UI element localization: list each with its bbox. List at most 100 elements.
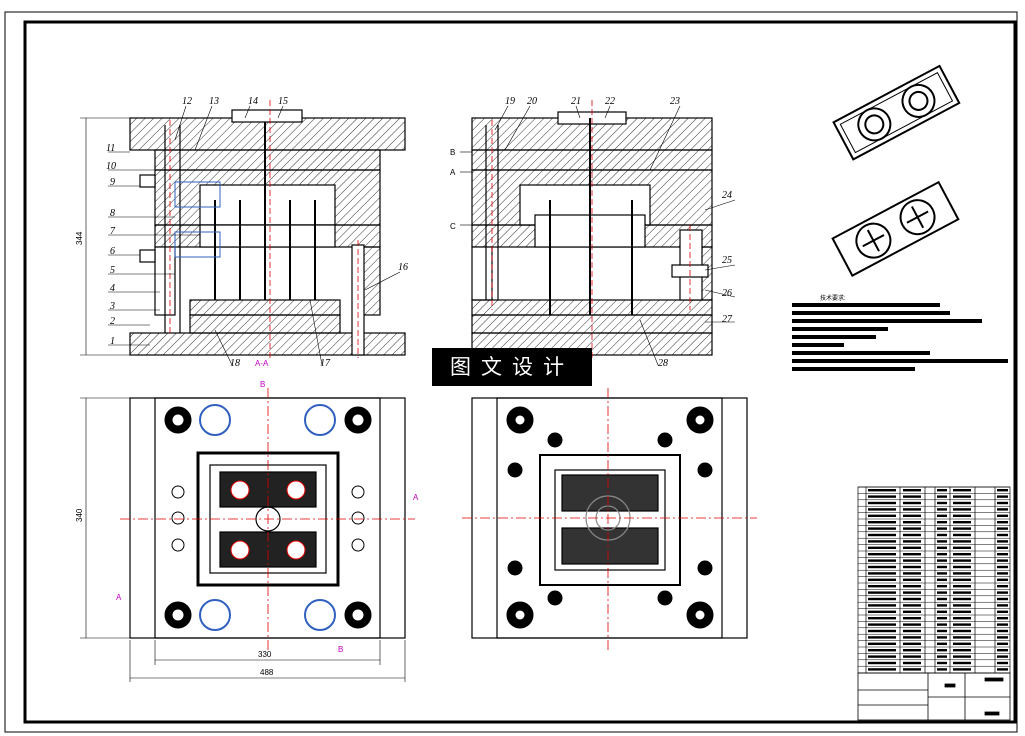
- parts-row-text: [903, 668, 921, 671]
- parts-row-text: [937, 572, 947, 575]
- parts-row-text: [953, 521, 971, 524]
- inner-frame: [23, 20, 1017, 724]
- parts-row-text: [997, 668, 1008, 671]
- parts-row-text: [997, 527, 1008, 530]
- parts-row-text: [937, 610, 947, 613]
- parts-row-text: [903, 578, 921, 581]
- parts-row-text: [868, 572, 896, 575]
- parts-row-text: [997, 655, 1008, 658]
- parts-row-text: [997, 553, 1008, 556]
- svg-text:技术要求:: 技术要求:: [820, 294, 846, 302]
- iso-part-top: [832, 64, 961, 161]
- svg-text:5: 5: [110, 265, 115, 276]
- right-section-redlines: [491, 100, 691, 360]
- parts-row-text: [997, 617, 1008, 620]
- parts-row-text: [937, 546, 947, 549]
- parts-row-text: [937, 553, 947, 556]
- parts-row-text: [868, 508, 896, 511]
- parts-row-text: [997, 565, 1008, 569]
- parts-row-text: [903, 604, 921, 607]
- parts-row-text: [937, 501, 947, 505]
- title-block: [857, 672, 1011, 721]
- svg-text:10: 10: [106, 161, 116, 172]
- parts-row-text: [937, 508, 947, 511]
- parts-row-text: [868, 540, 896, 543]
- svg-text:B: B: [338, 645, 343, 654]
- svg-text:2: 2: [110, 316, 115, 327]
- parts-row-text: [997, 572, 1008, 575]
- parts-row-text: [953, 495, 971, 498]
- parts-row-text: [868, 546, 896, 549]
- svg-text:27: 27: [722, 314, 733, 325]
- parts-row-text: [953, 585, 971, 588]
- parts-row-text: [997, 540, 1008, 543]
- parts-row-text: [997, 508, 1008, 511]
- parts-row-text: [868, 565, 896, 569]
- parts-row-text: [937, 540, 947, 543]
- svg-text:C: C: [450, 222, 456, 231]
- parts-row-text: [868, 553, 896, 556]
- svg-text:15: 15: [278, 96, 288, 107]
- parts-row-text: [868, 559, 896, 562]
- parts-row-text: [953, 533, 971, 537]
- parts-row-text: [953, 489, 971, 492]
- parts-row-text: [997, 489, 1008, 492]
- parts-row-text: [937, 649, 947, 652]
- parts-row-text: [953, 642, 971, 645]
- parts-row-text: [937, 597, 947, 601]
- parts-row-text: [903, 585, 921, 588]
- parts-row-text: [868, 527, 896, 530]
- parts-row-text: [903, 617, 921, 620]
- svg-text:18: 18: [230, 358, 240, 369]
- left-section-redlines: [169, 100, 359, 360]
- left-plan-dims: [80, 397, 406, 682]
- left-plan-section-marks: B B A A: [116, 380, 419, 654]
- svg-text:A-A: A-A: [255, 359, 269, 368]
- parts-row-text: [997, 585, 1008, 588]
- parts-row-text: [953, 636, 971, 639]
- right-leaders: [460, 105, 736, 366]
- svg-text:A: A: [116, 593, 122, 602]
- parts-row-text: [953, 572, 971, 575]
- parts-row-text: [937, 514, 947, 517]
- parts-row-text: [937, 578, 947, 581]
- parts-row-text: [997, 591, 1008, 594]
- left-part-labels: 1 2 3 4 5 6 7 8 9 10 11 12 13 14 15 16 1…: [106, 96, 408, 369]
- parts-row-text: [868, 585, 896, 588]
- parts-row-text: [868, 604, 896, 607]
- parts-row-text: [997, 495, 1008, 498]
- tech-requirements: 技术要求:: [792, 294, 1008, 371]
- parts-row-text: [937, 661, 947, 665]
- svg-text:B: B: [450, 148, 455, 157]
- parts-row-text: [953, 514, 971, 517]
- parts-row-text: [868, 655, 896, 658]
- parts-row-text: [903, 508, 921, 511]
- parts-row-text: [953, 617, 971, 620]
- svg-text:28: 28: [658, 358, 668, 369]
- parts-row-text: [903, 623, 921, 626]
- parts-row-text: [903, 533, 921, 537]
- parts-row-text: [937, 591, 947, 594]
- parts-row-text: [903, 636, 921, 639]
- svg-text:19: 19: [505, 96, 515, 107]
- parts-row-text: [868, 610, 896, 613]
- parts-row-text: [997, 636, 1008, 639]
- parts-row-text: [937, 623, 947, 626]
- svg-text:3: 3: [109, 301, 115, 312]
- svg-text:22: 22: [605, 96, 615, 107]
- parts-row-text: [903, 591, 921, 594]
- parts-row-text: [903, 661, 921, 665]
- parts-row-text: [953, 578, 971, 581]
- parts-row-text: [953, 668, 971, 671]
- svg-text:13: 13: [209, 96, 219, 107]
- parts-row-text: [937, 565, 947, 569]
- dim-height-left: [80, 117, 130, 356]
- svg-text:17: 17: [320, 358, 331, 369]
- parts-row-text: [997, 604, 1008, 607]
- parts-row-text: [903, 559, 921, 562]
- parts-row-text: [997, 661, 1008, 665]
- parts-row-text: [953, 604, 971, 607]
- parts-row-text: [868, 514, 896, 517]
- parts-row-text: [937, 617, 947, 620]
